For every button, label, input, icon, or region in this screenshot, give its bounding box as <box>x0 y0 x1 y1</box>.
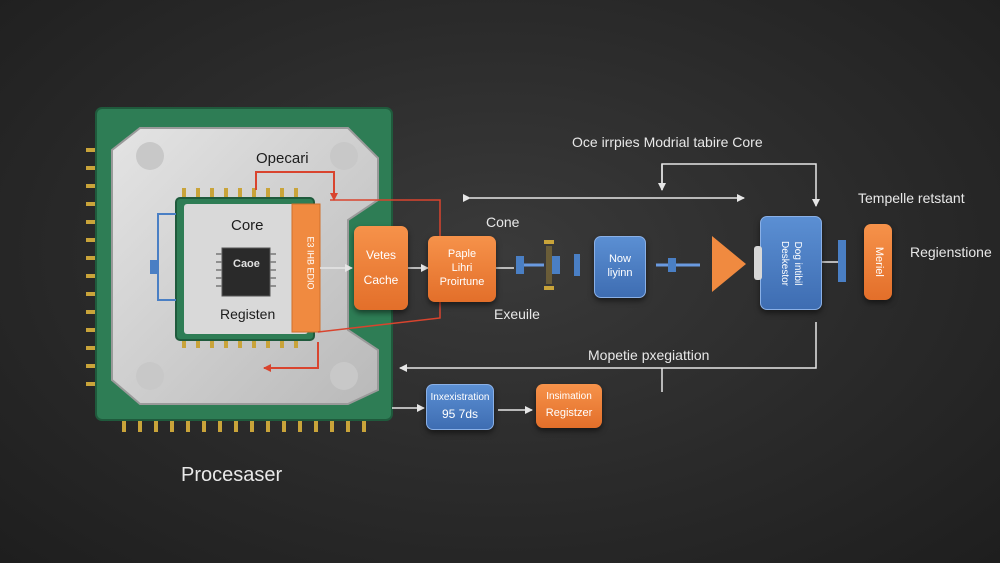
mux-connector <box>516 240 580 290</box>
spreader-dimple <box>330 142 358 170</box>
spreader-dimple <box>136 362 164 390</box>
desk-text: Dog intibil Deskestor <box>778 240 804 286</box>
paple-box: Paple Lihri Proirtune <box>428 236 496 302</box>
inxestration-box: Inxexistration 95 7ds <box>426 384 494 430</box>
desk-line2: Deskestor <box>779 240 791 286</box>
red-arrow-bottom <box>263 342 319 372</box>
inxestration-line1: Inxexistration <box>430 391 490 403</box>
pcb-pins-bottom <box>122 420 366 432</box>
insimation-box: Insimation Registzer <box>536 384 602 428</box>
vetes-line2: Cache <box>363 273 399 287</box>
top-title-label: Oce irrpies Modrial tabire Core <box>572 134 763 150</box>
cone-label: Cone <box>486 214 520 230</box>
orange-triangle-arrow <box>712 236 746 292</box>
register-strip-text: E3 IHB EDIO <box>305 236 316 290</box>
now-line1: Now <box>608 253 631 266</box>
insimation-line1: Insimation <box>546 391 592 403</box>
paple-line1: Paple <box>447 248 477 261</box>
core-bus-left <box>157 213 176 301</box>
desk-box-tab <box>754 246 762 280</box>
spreader-dimple <box>330 362 358 390</box>
core-label: Core <box>231 217 264 234</box>
inxestration-line2: 95 7ds <box>441 407 479 422</box>
vetes-cache-box: Vetes Cache <box>354 226 408 310</box>
now-line2: liyinn <box>607 267 633 279</box>
meriel-connector <box>838 240 846 282</box>
regienstione-label: Regienstione <box>910 244 992 260</box>
register-strip <box>291 203 321 333</box>
opecari-label: Opecari <box>256 150 309 167</box>
cache-chip <box>221 247 271 297</box>
insimation-line2: Registzer <box>545 406 593 419</box>
desk-line1: Dog intibil <box>792 241 804 285</box>
bus-connector <box>150 260 158 274</box>
chip-label: Caoe <box>233 258 260 270</box>
vetes-line1: Vetes <box>365 248 397 262</box>
tempelle-label: Tempelle retstant <box>858 190 965 206</box>
meriel-box: Meriel <box>864 224 892 300</box>
pcb-pins-left <box>86 148 96 386</box>
desk-box: Dog intibil Deskestor <box>760 216 822 310</box>
mopetie-label: Mopetie pxegiattion <box>588 347 710 363</box>
meriel-text: Meriel <box>872 247 885 277</box>
now-box: Now liyinn <box>594 236 646 298</box>
processor-label: Procesaser <box>181 464 283 486</box>
signal-connector <box>656 258 700 272</box>
paple-line2: Lihri <box>451 262 473 275</box>
spreader-dimple <box>136 142 164 170</box>
paple-line3: Proirtune <box>439 275 485 288</box>
arrow-bottom-loop <box>399 322 817 372</box>
exeuile-label: Exeuile <box>494 306 540 322</box>
cache-chip-pins <box>216 253 276 287</box>
red-arrow-top <box>255 171 338 201</box>
die-pins <box>182 188 298 348</box>
register-label: Registen <box>220 306 276 322</box>
arrow-top-loop <box>661 163 820 207</box>
